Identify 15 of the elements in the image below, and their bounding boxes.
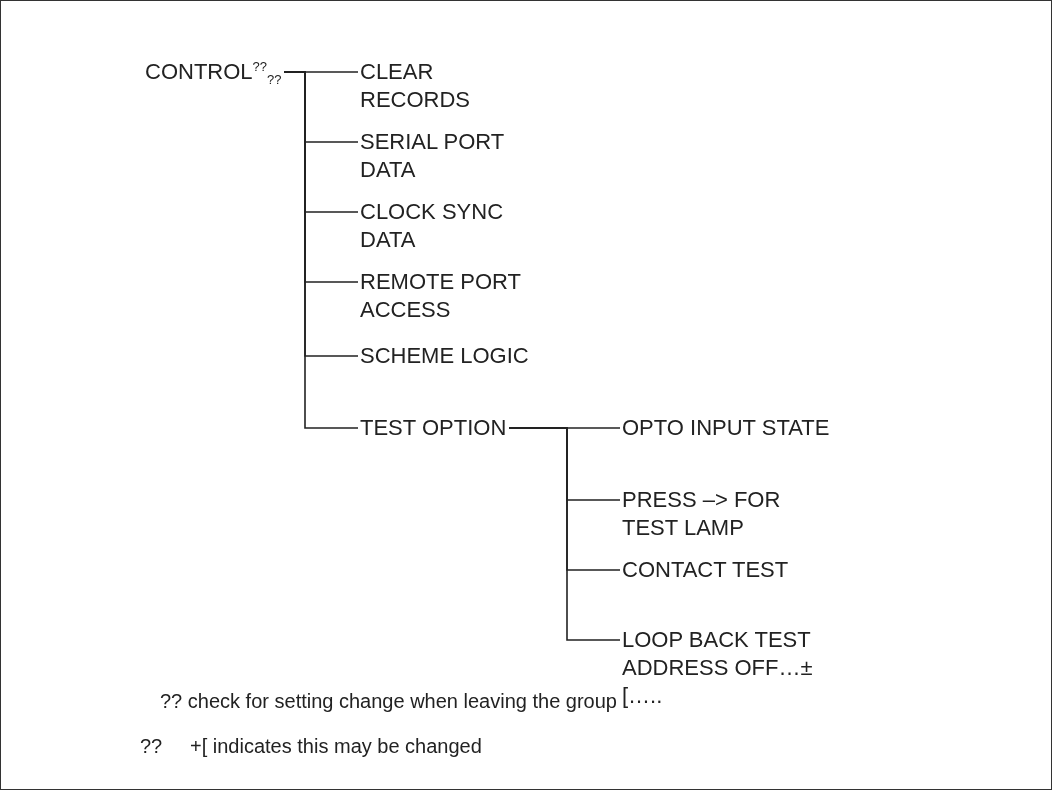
- menu-item: SERIAL PORT DATA: [360, 128, 506, 184]
- menu-item: REMOTE PORT ACCESS: [360, 268, 523, 324]
- menu-item: CONTACT TEST: [622, 556, 791, 584]
- menu-item: SCHEME LOGIC: [360, 342, 531, 370]
- menu-item: OPTO INPUT STATE: [622, 414, 832, 442]
- bracket-connector: [283, 71, 359, 429]
- menu-item: CLEAR RECORDS: [360, 58, 473, 114]
- menu-item: TEST OPTION: [360, 414, 509, 442]
- footnote-text: ?? check for setting change when leaving the group: [160, 690, 617, 713]
- footnote-text: +[ indicates this may be changed: [190, 735, 482, 758]
- menu-item: LOOP BACK TEST ADDRESS OFF…±[…..: [622, 626, 815, 710]
- menu-item: PRESS –> FOR TEST LAMP: [622, 486, 783, 542]
- bracket-connector: [508, 427, 621, 641]
- footnote-text: ??: [140, 735, 163, 758]
- menu-item: CLOCK SYNC DATA: [360, 198, 506, 254]
